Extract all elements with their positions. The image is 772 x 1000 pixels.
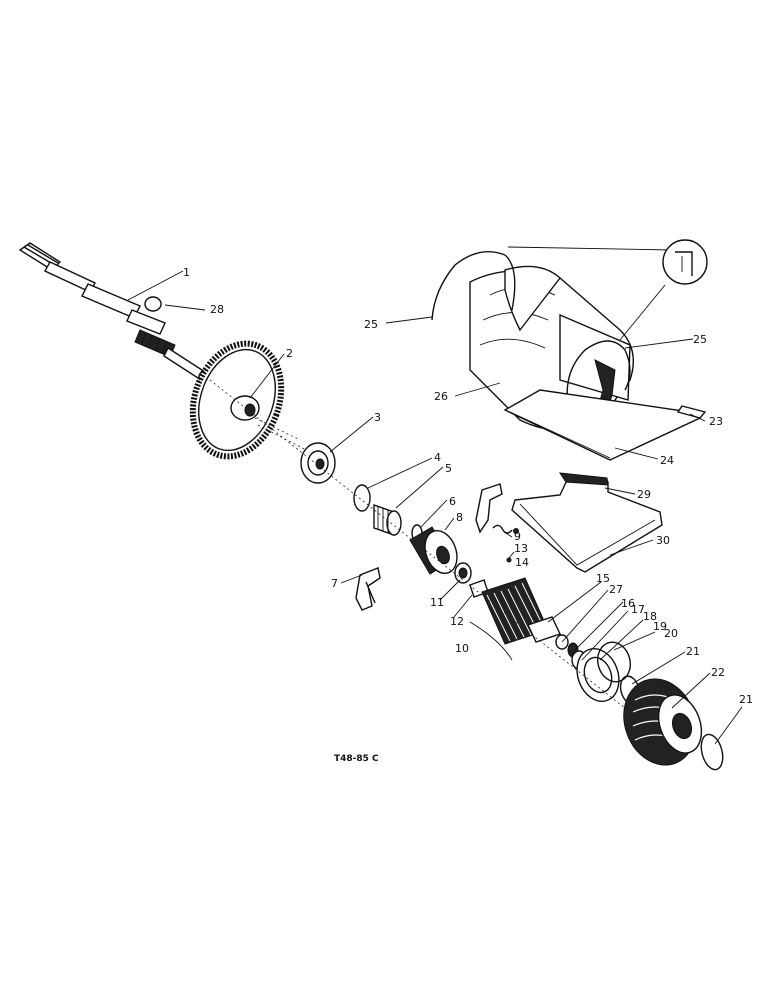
callout-4: 4 — [434, 451, 441, 464]
ring-20 — [597, 641, 631, 683]
snap-ring-28 — [144, 296, 162, 312]
callout-17: 17 — [631, 603, 645, 616]
shift-fork-7 — [355, 567, 381, 611]
clutch-disc-18-19 — [576, 648, 620, 702]
callout-27: 27 — [609, 583, 623, 596]
callout-26: 26 — [434, 390, 448, 403]
callout-8: 8 — [456, 511, 463, 524]
callout-25-left: 25 — [364, 318, 378, 331]
callout-10: 10 — [455, 642, 469, 655]
callout-16: 16 — [621, 597, 635, 610]
plate-tab-23 — [676, 405, 707, 419]
ring-11-inner — [458, 567, 468, 579]
callout-22: 22 — [711, 666, 725, 679]
band-25-left — [431, 251, 516, 321]
callout-2: 2 — [286, 347, 293, 360]
callout-15: 15 — [596, 572, 610, 585]
callout-12: 12 — [450, 615, 464, 628]
callout-11: 11 — [430, 596, 444, 609]
input-shaft — [18, 242, 208, 383]
callout-18: 18 — [643, 610, 657, 623]
callout-14: 14 — [515, 556, 529, 569]
needle-bearing-5 — [373, 504, 402, 536]
band-25-right — [566, 340, 631, 416]
bearing-3 — [300, 442, 336, 484]
pulley-22 — [623, 678, 703, 766]
callout-24: 24 — [660, 454, 674, 467]
callout-25-right: 25 — [693, 333, 707, 346]
callout-5: 5 — [445, 462, 452, 475]
figure-reference: T48-85 C — [334, 754, 379, 764]
belt-guard-housing — [469, 265, 634, 431]
callout-23: 23 — [709, 415, 723, 428]
detail-inset — [662, 239, 708, 285]
fork-spring-9 — [475, 483, 519, 534]
callout-leaders — [127, 270, 743, 745]
splined-shaft-15 — [481, 577, 561, 645]
callout-19: 19 — [653, 620, 667, 633]
large-gear — [189, 340, 311, 460]
ring-4 — [353, 484, 371, 512]
detail-leader — [507, 246, 673, 251]
ring-21-lower — [700, 733, 724, 771]
ball-13 — [506, 557, 512, 563]
callout-30: 30 — [656, 534, 670, 547]
callout-28: 28 — [210, 303, 224, 316]
detail-leader-2 — [619, 284, 666, 341]
callout-21-upper: 21 — [686, 645, 700, 658]
callout-3: 3 — [374, 411, 381, 424]
shaft-axis-dash — [209, 379, 641, 721]
hub-8 — [409, 526, 458, 575]
callout-9: 9 — [514, 530, 521, 543]
callout-13: 13 — [514, 542, 528, 555]
callout-29: 29 — [637, 488, 651, 501]
callout-6: 6 — [449, 495, 456, 508]
callout-7: 7 — [331, 577, 338, 590]
gasket-plate-30 — [511, 472, 663, 573]
callout-21-lower: 21 — [739, 693, 753, 706]
callout-20: 20 — [664, 627, 678, 640]
callout-1: 1 — [183, 266, 190, 279]
